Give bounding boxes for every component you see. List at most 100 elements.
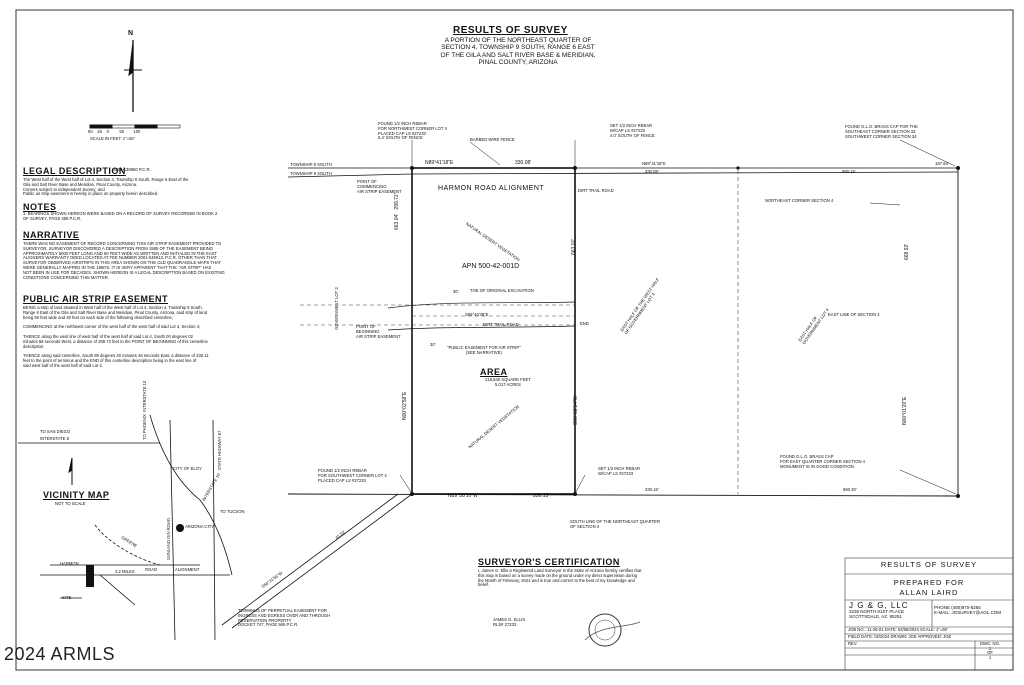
excavation-label: TOE OF ORIGINAL EXCAVATION (470, 288, 534, 293)
san-diego-label: TO SAN DIEGO (40, 429, 71, 434)
narrative-heading: NARRATIVE (23, 230, 80, 240)
north-label: N (128, 30, 134, 37)
legal-description-ref: 2005-138960 P.C.R. (113, 167, 151, 172)
east-distance-2: 660.15' (842, 169, 856, 174)
surveyor-signature (584, 621, 641, 641)
brass-cap-s-label: FOUND G.L.O. BRASS CAP FOR EAST QUARTER … (780, 454, 866, 469)
site-marker (86, 565, 94, 587)
narrative-body: THERE WAS NO EASEMENT OF RECORD CONCERNI… (23, 241, 225, 280)
fence-label: BARBED WIRE FENCE (470, 137, 515, 142)
notes-body: 1. BEARINGS SHOWN HEREON WERE BASED ON A… (23, 211, 218, 221)
east-bearing: N89°41'18"E (642, 161, 666, 166)
title-block-lines (844, 557, 1014, 671)
certification-heading: SURVEYOR'S CERTIFICATION (478, 557, 620, 567)
road-lines (287, 167, 959, 178)
highway-87-label: STATE HIGHWAY 87 (217, 430, 222, 470)
south-line-label: SOUTH LINE OF THE NORTHEAST QUARTER OF S… (570, 519, 660, 529)
rebar-ne-label: SET 1/2 INCH REBAR W/CAP LS #27233 4.0' … (610, 123, 655, 138)
easement-body: BEING a strip of land situated in West h… (23, 305, 209, 368)
south-distance-3: 660.30' (843, 487, 857, 492)
harmon-road-label: HARMON ROAD ALIGNMENT (438, 185, 545, 192)
arizona-city-label: ARIZONA CITY (185, 524, 215, 529)
gov-lot-3-label: GOVERNMENT LOT 3 (334, 287, 339, 330)
easement-heading: PUBLIC AIR STRIP EASEMENT (23, 294, 169, 304)
site-label: SITE (62, 595, 72, 600)
area-heading: AREA (480, 367, 508, 377)
sunland-road-label: SUNLAND GIN ROAD (166, 518, 171, 560)
township-label-1: TOWNSHIP 8 SOUTH (290, 162, 332, 167)
east-distance-1: 330.08' (645, 169, 659, 174)
north-bearing: N89°41'18"E (425, 160, 454, 166)
thirty-ft-label-2: 30' (430, 342, 436, 347)
surveyor-seal-icon (588, 613, 622, 647)
tucson-label: TO TUCSON (220, 509, 245, 514)
public-easement-label: "PUBLIC EASEMENT FOR AIR STRIP" (SEE NAR… (447, 345, 521, 355)
west-distance-1: 663.04' 299.72' (394, 193, 400, 230)
area-value: 218,540 SQUARE FEET 5.017 ACRES (485, 377, 531, 387)
title-block-heading: RESULTS OF SURVEY (880, 560, 978, 569)
scale-ticks: 50 25 0 50 100 (88, 129, 141, 134)
east-side-distance: 663.01' (571, 238, 577, 255)
phoenix-label: TO PHOENIX INTERSTATE 10 (142, 380, 147, 440)
sheet-border (15, 9, 1014, 671)
distance-label: 4.2 MILES (115, 569, 135, 574)
township-label-2: TOWNSHIP 9 SOUTH (290, 171, 332, 176)
scale-bar (89, 124, 181, 129)
legal-description-heading: LEGAL DESCRIPTION (23, 166, 126, 176)
rebar-sw-label: FOUND 1/2 INCH REBAR FOR SOUTHWEST CORNE… (318, 468, 387, 483)
north-arrow-icon (124, 40, 142, 112)
field-info: FIELD DATE: 02/2024 DRAWN: JGE APPROVED:… (848, 634, 952, 639)
surveyor-name: JAMES G. ELLIS RLS# 27233 (493, 617, 526, 627)
survey-subtitle: A PORTION OF THE NORTHEAST QUARTER OF SE… (440, 37, 596, 67)
south-bearing: N89°58'10"W (448, 493, 478, 499)
south-distance-2: 330.15' (645, 487, 659, 492)
interstate-8-label: INTERSTATE 8 (40, 436, 69, 441)
legal-description-body: The West half of the West half of Lot 4,… (23, 177, 189, 197)
copyright-watermark: 2024 ARMLS (4, 644, 116, 664)
rebar-se-label: SET 1/2 INCH REBAR W/CAP LS #27233 (598, 466, 641, 476)
job-info: JOB NO.: 11-28-01 DATE: 02/06/2024 SCALE… (848, 627, 948, 632)
rev-label: REV. (848, 641, 858, 646)
end-label: END (580, 321, 589, 326)
apn-label: APN 500-42-001D (462, 263, 520, 270)
dirt-trail-label: DIRT TRAIL ROAD (578, 188, 614, 193)
vicinity-map (18, 414, 233, 641)
certification-body: I, James G. Ellis a Registered Land Surv… (478, 568, 642, 588)
section-distance: 668.92' (904, 243, 910, 260)
company-address: 3238 NORTH 81ST PLACE SCOTTSDALE, AZ. 85… (849, 609, 905, 619)
east-bearing-side: S00°02'34"W (573, 395, 579, 425)
vicinity-scale: NOT TO SCALE (55, 501, 86, 506)
road-label: ROAD (145, 567, 158, 572)
company-contact: PHONE (480)970-8265 E-MAIL: JGSURVEY@AOL… (934, 605, 1001, 615)
alignment-label: ALIGNMENT (175, 567, 200, 572)
point-commencing-label: POINT OF COMMENCING AIR STRIP EASEMENT (357, 179, 402, 194)
north-distance: 330.08' (515, 160, 532, 166)
termini-label: TERMINUS OF PERPETUAL EASEMENT FOR INGRE… (238, 608, 331, 628)
vicinity-north-arrow-icon (68, 457, 73, 485)
company-name: J G & G, LLC (849, 601, 909, 610)
survey-title: RESULTS OF SURVEY (453, 25, 568, 36)
notes-heading: NOTES (23, 202, 57, 212)
arizona-city-marker (176, 524, 184, 532)
scale-label: SCALE IN FEET: 1"=50' (90, 136, 135, 141)
south-line (287, 493, 959, 497)
easement-diagonal (221, 493, 413, 629)
city-eloy-label: CITY OF ELOY (173, 466, 202, 471)
rebar-nw-label: FOUND 1/2 INCH REBAR FOR NORTHWEST CORNE… (378, 121, 447, 141)
east-line-section-label: EAST LINE OF SECTION 4 (828, 312, 880, 317)
ne-corner-label: NORTHEAST CORNER SECTION 4 (765, 198, 834, 203)
parcel-boundary (411, 167, 576, 495)
centerline-bearing: S89°40'48"E (465, 312, 489, 317)
south-distance: 330.15' (533, 493, 550, 499)
thirty-ft-label-1: 30' (453, 289, 459, 294)
harmon-label: HARMON (60, 561, 79, 566)
prepared-for: PREPARED FOR ALLAN LAIRD (893, 578, 965, 597)
air-strip-easement-lines (387, 301, 576, 331)
east-distance-3: 167.64' (935, 161, 949, 166)
drawing-number: DWG. NO. 1 OF 1 (980, 641, 1001, 660)
vicinity-map-heading: VICINITY MAP (43, 490, 110, 500)
west-bearing: N00°02'58"E (402, 391, 408, 420)
section-bearing: N00°01'20"E (902, 396, 908, 425)
